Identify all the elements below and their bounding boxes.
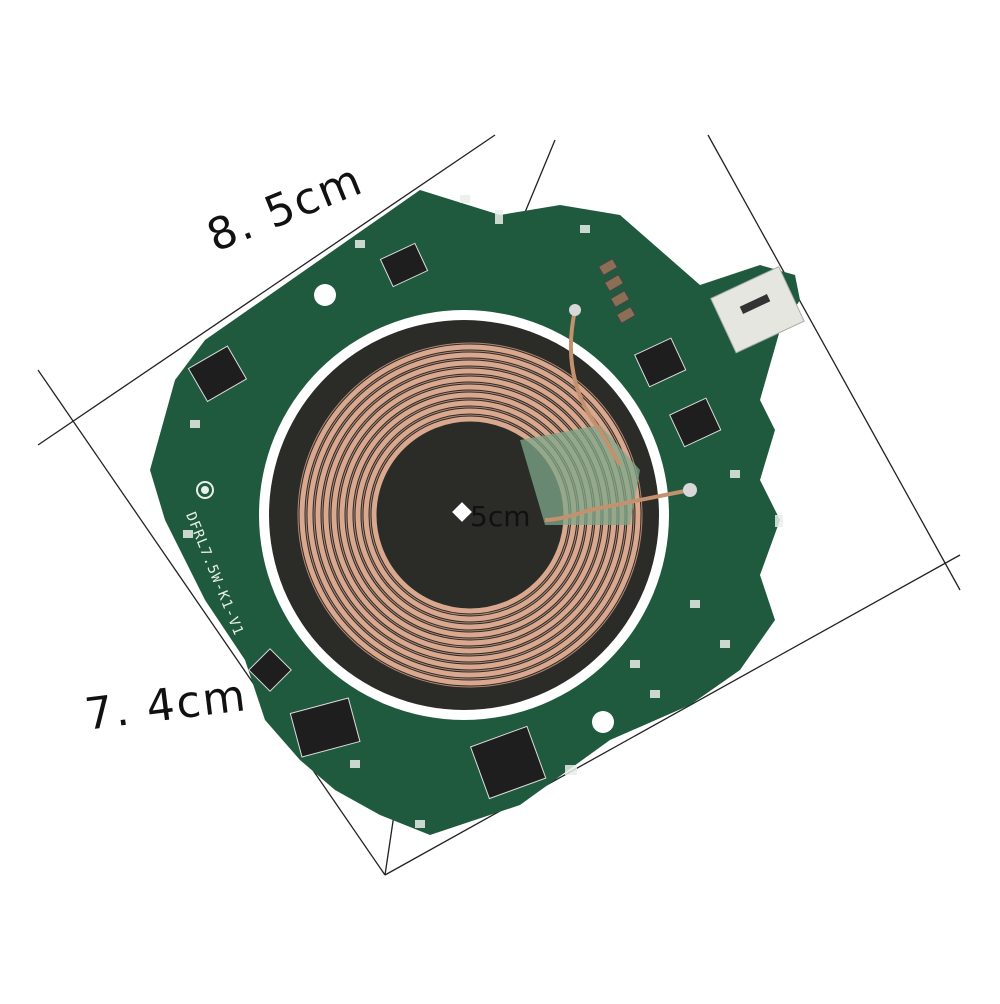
usb-connector bbox=[710, 266, 805, 354]
coil-dimension-label: 5cm bbox=[470, 500, 531, 533]
